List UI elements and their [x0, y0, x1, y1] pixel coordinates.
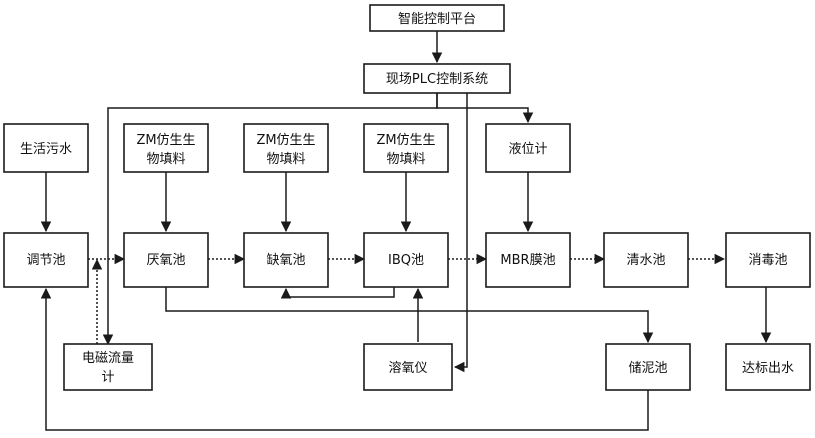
edge-sludge-return-regulating	[40, 287, 649, 431]
edge-ibq-return-anoxic	[280, 287, 395, 299]
node-mbr-tank-label: MBR膜池	[500, 253, 555, 268]
node-do-meter: 溶氧仪	[363, 343, 453, 391]
node-filler-3: ZM仿生生 物填料	[363, 123, 449, 173]
node-sludge-tank: 储泥池	[605, 343, 691, 391]
node-flowmeter: 电磁流量 计	[63, 343, 153, 391]
node-filler-3-line1: ZM仿生生	[376, 133, 435, 148]
node-plc: 现场PLC控制系统	[363, 63, 511, 94]
node-platform: 智能控制平台	[369, 4, 505, 32]
node-filler-2-line1: ZM仿生生	[256, 133, 315, 148]
node-sewage: 生活污水	[3, 123, 89, 173]
node-flowmeter-line2: 计	[101, 370, 114, 385]
node-filler-1-line1: ZM仿生生	[136, 133, 195, 148]
edge-plc-level-meter	[436, 93, 534, 124]
edge-plc-flowmeter	[102, 93, 438, 346]
node-regulating-tank-label: 调节池	[26, 253, 65, 268]
connectors	[40, 31, 772, 431]
node-filler-3-line2: 物填料	[386, 152, 425, 167]
node-sludge-tank-label: 储泥池	[628, 361, 667, 376]
node-filler-1-line2: 物填料	[146, 152, 185, 167]
node-ibq-tank-label: IBQ池	[388, 253, 424, 268]
node-filler-2-line2: 物填料	[266, 152, 305, 167]
node-disinfection-tank-label: 消毒池	[748, 253, 787, 268]
node-anoxic-tank: 缺氧池	[243, 232, 329, 288]
node-ibq-tank: IBQ池	[363, 232, 449, 288]
node-regulating-tank: 调节池	[3, 232, 89, 288]
edge-plc-do-meter	[453, 93, 468, 373]
node-flowmeter-line1: 电磁流量	[82, 351, 134, 366]
node-clear-tank: 清水池	[603, 232, 689, 288]
node-mbr-tank: MBR膜池	[485, 232, 571, 288]
node-sewage-label: 生活污水	[20, 142, 72, 157]
node-platform-label: 智能控制平台	[398, 12, 476, 27]
node-anoxic-tank-label: 缺氧池	[266, 253, 305, 268]
node-outlet: 达标出水	[725, 343, 811, 391]
node-filler-2: ZM仿生生 物填料	[243, 123, 329, 173]
node-level-meter-label: 液位计	[508, 142, 547, 157]
node-disinfection-tank: 消毒池	[725, 232, 811, 288]
edge-anaerobic-sludge	[165, 287, 654, 344]
node-filler-1: ZM仿生生 物填料	[123, 123, 209, 173]
node-do-meter-label: 溶氧仪	[388, 361, 427, 376]
node-level-meter: 液位计	[485, 123, 571, 173]
node-outlet-label: 达标出水	[742, 361, 794, 376]
node-clear-tank-label: 清水池	[626, 253, 665, 268]
node-plc-label: 现场PLC控制系统	[386, 72, 488, 87]
node-anaerobic-tank: 厌氧池	[123, 232, 209, 288]
node-anaerobic-tank-label: 厌氧池	[146, 253, 185, 268]
